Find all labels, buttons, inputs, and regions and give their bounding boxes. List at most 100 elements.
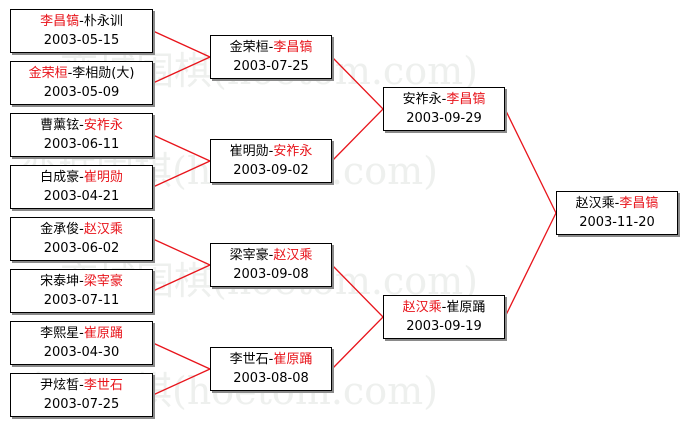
player-name: 安祚永 bbox=[402, 92, 442, 107]
match-date: 2003-04-21 bbox=[43, 189, 120, 204]
match-box: 崔明勋-安祚永 2003-09-02 bbox=[210, 139, 332, 183]
player-name: 朴永训 bbox=[83, 14, 123, 29]
connector-line bbox=[504, 108, 557, 214]
player-name: 李世石 bbox=[83, 378, 123, 393]
match-players: 白成豪-崔明勋 bbox=[11, 168, 152, 187]
separator: - bbox=[268, 352, 274, 367]
match-players: 宋泰坤-梁宰豪 bbox=[11, 272, 152, 291]
player-name: 金承俊 bbox=[40, 222, 80, 237]
player-name: 宋泰坤 bbox=[40, 274, 80, 289]
player-name: 崔原踊 bbox=[446, 300, 486, 315]
separator: - bbox=[441, 300, 447, 315]
match-box: 曹薰铉-安祚永 2003-06-11 bbox=[10, 113, 153, 157]
player-name: 李世石 bbox=[229, 352, 269, 367]
match-box: 赵汉乘-崔原踊 2003-09-19 bbox=[383, 295, 505, 339]
connector-line bbox=[331, 316, 384, 370]
match-players: 赵汉乘-李昌镐 bbox=[557, 194, 677, 213]
separator: - bbox=[79, 222, 84, 237]
separator: - bbox=[79, 14, 84, 29]
match-players: 金承俊-赵汉乘 bbox=[11, 220, 152, 239]
match-players: 李昌镐-朴永训 bbox=[11, 12, 152, 31]
connector-line bbox=[152, 238, 211, 266]
match-box: 宋泰坤-梁宰豪 2003-07-11 bbox=[10, 269, 153, 313]
match-date: 2003-09-02 bbox=[233, 163, 309, 178]
match-date: 2003-11-20 bbox=[579, 215, 655, 230]
match-players: 金荣桓-李昌镐 bbox=[211, 38, 331, 57]
player-name: 李昌镐 bbox=[446, 92, 486, 107]
separator: - bbox=[614, 196, 620, 211]
match-box: 白成豪-崔明勋 2003-04-21 bbox=[10, 165, 153, 209]
separator: - bbox=[268, 248, 274, 263]
separator: - bbox=[67, 66, 73, 81]
separator: - bbox=[268, 144, 274, 159]
match-date: 2003-07-25 bbox=[43, 397, 120, 412]
player-name: 李昌镐 bbox=[619, 196, 659, 211]
player-name: 李相勋(大) bbox=[72, 66, 135, 81]
match-date: 2003-07-11 bbox=[43, 293, 120, 308]
player-name: 李熙星 bbox=[40, 326, 80, 341]
player-name: 安祚永 bbox=[273, 144, 313, 159]
match-players: 李世石-崔原踊 bbox=[211, 350, 331, 369]
match-date: 2003-04-30 bbox=[43, 345, 120, 360]
match-players: 尹炫皙-李世石 bbox=[11, 376, 152, 395]
match-box: 梁宰豪-赵汉乘 2003-09-08 bbox=[210, 243, 332, 287]
player-name: 金荣桓 bbox=[28, 66, 68, 81]
connector-line bbox=[331, 264, 384, 318]
match-box: 李昌镐-朴永训 2003-05-15 bbox=[10, 9, 153, 53]
player-name: 李昌镐 bbox=[40, 14, 80, 29]
match-players: 金荣桓-李相勋(大) bbox=[11, 64, 152, 83]
separator: - bbox=[79, 378, 84, 393]
connector-line bbox=[152, 342, 211, 370]
match-date: 2003-09-08 bbox=[233, 267, 309, 282]
player-name: 曹薰铉 bbox=[40, 118, 80, 133]
match-date: 2003-05-15 bbox=[43, 33, 120, 48]
match-date: 2003-06-11 bbox=[43, 137, 120, 152]
connector-line bbox=[152, 264, 211, 292]
player-name: 李昌镐 bbox=[273, 40, 313, 55]
match-box: 金荣桓-李相勋(大) 2003-05-09 bbox=[10, 61, 153, 105]
match-date: 2003-09-19 bbox=[406, 319, 482, 334]
match-players: 安祚永-李昌镐 bbox=[384, 90, 504, 109]
match-box: 赵汉乘-李昌镐 2003-11-20 bbox=[556, 191, 678, 235]
player-name: 赵汉乘 bbox=[83, 222, 123, 237]
match-players: 曹薰铉-安祚永 bbox=[11, 116, 152, 135]
connector-line bbox=[152, 134, 211, 162]
player-name: 金荣桓 bbox=[229, 40, 269, 55]
separator: - bbox=[79, 118, 84, 133]
match-players: 崔明勋-安祚永 bbox=[211, 142, 331, 161]
player-name: 崔明勋 bbox=[83, 170, 123, 185]
connector-line bbox=[331, 56, 384, 110]
connector-line bbox=[331, 108, 384, 162]
separator: - bbox=[79, 170, 84, 185]
match-date: 2003-07-25 bbox=[233, 59, 309, 74]
match-date: 2003-05-09 bbox=[43, 85, 120, 100]
player-name: 赵汉乘 bbox=[273, 248, 313, 263]
player-name: 梁宰豪 bbox=[83, 274, 123, 289]
separator: - bbox=[268, 40, 274, 55]
connector-line bbox=[152, 368, 211, 396]
match-players: 赵汉乘-崔原踊 bbox=[384, 298, 504, 317]
connector-line bbox=[152, 160, 211, 188]
separator: - bbox=[79, 326, 84, 341]
separator: - bbox=[79, 274, 84, 289]
connector-line bbox=[504, 212, 557, 318]
match-box: 李熙星-崔原踊 2003-04-30 bbox=[10, 321, 153, 365]
match-date: 2003-09-29 bbox=[406, 111, 482, 126]
match-players: 李熙星-崔原踊 bbox=[11, 324, 152, 343]
player-name: 安祚永 bbox=[83, 118, 123, 133]
player-name: 崔明勋 bbox=[229, 144, 269, 159]
match-box: 尹炫皙-李世石 2003-07-25 bbox=[10, 373, 153, 417]
match-players: 梁宰豪-赵汉乘 bbox=[211, 246, 331, 265]
player-name: 尹炫皙 bbox=[40, 378, 80, 393]
player-name: 崔原踊 bbox=[83, 326, 123, 341]
connector-line bbox=[152, 56, 211, 84]
match-box: 安祚永-李昌镐 2003-09-29 bbox=[383, 87, 505, 131]
match-date: 2003-08-08 bbox=[233, 371, 309, 386]
match-box: 李世石-崔原踊 2003-08-08 bbox=[210, 347, 332, 391]
player-name: 崔原踊 bbox=[273, 352, 313, 367]
player-name: 赵汉乘 bbox=[575, 196, 615, 211]
connector-line bbox=[152, 30, 211, 58]
